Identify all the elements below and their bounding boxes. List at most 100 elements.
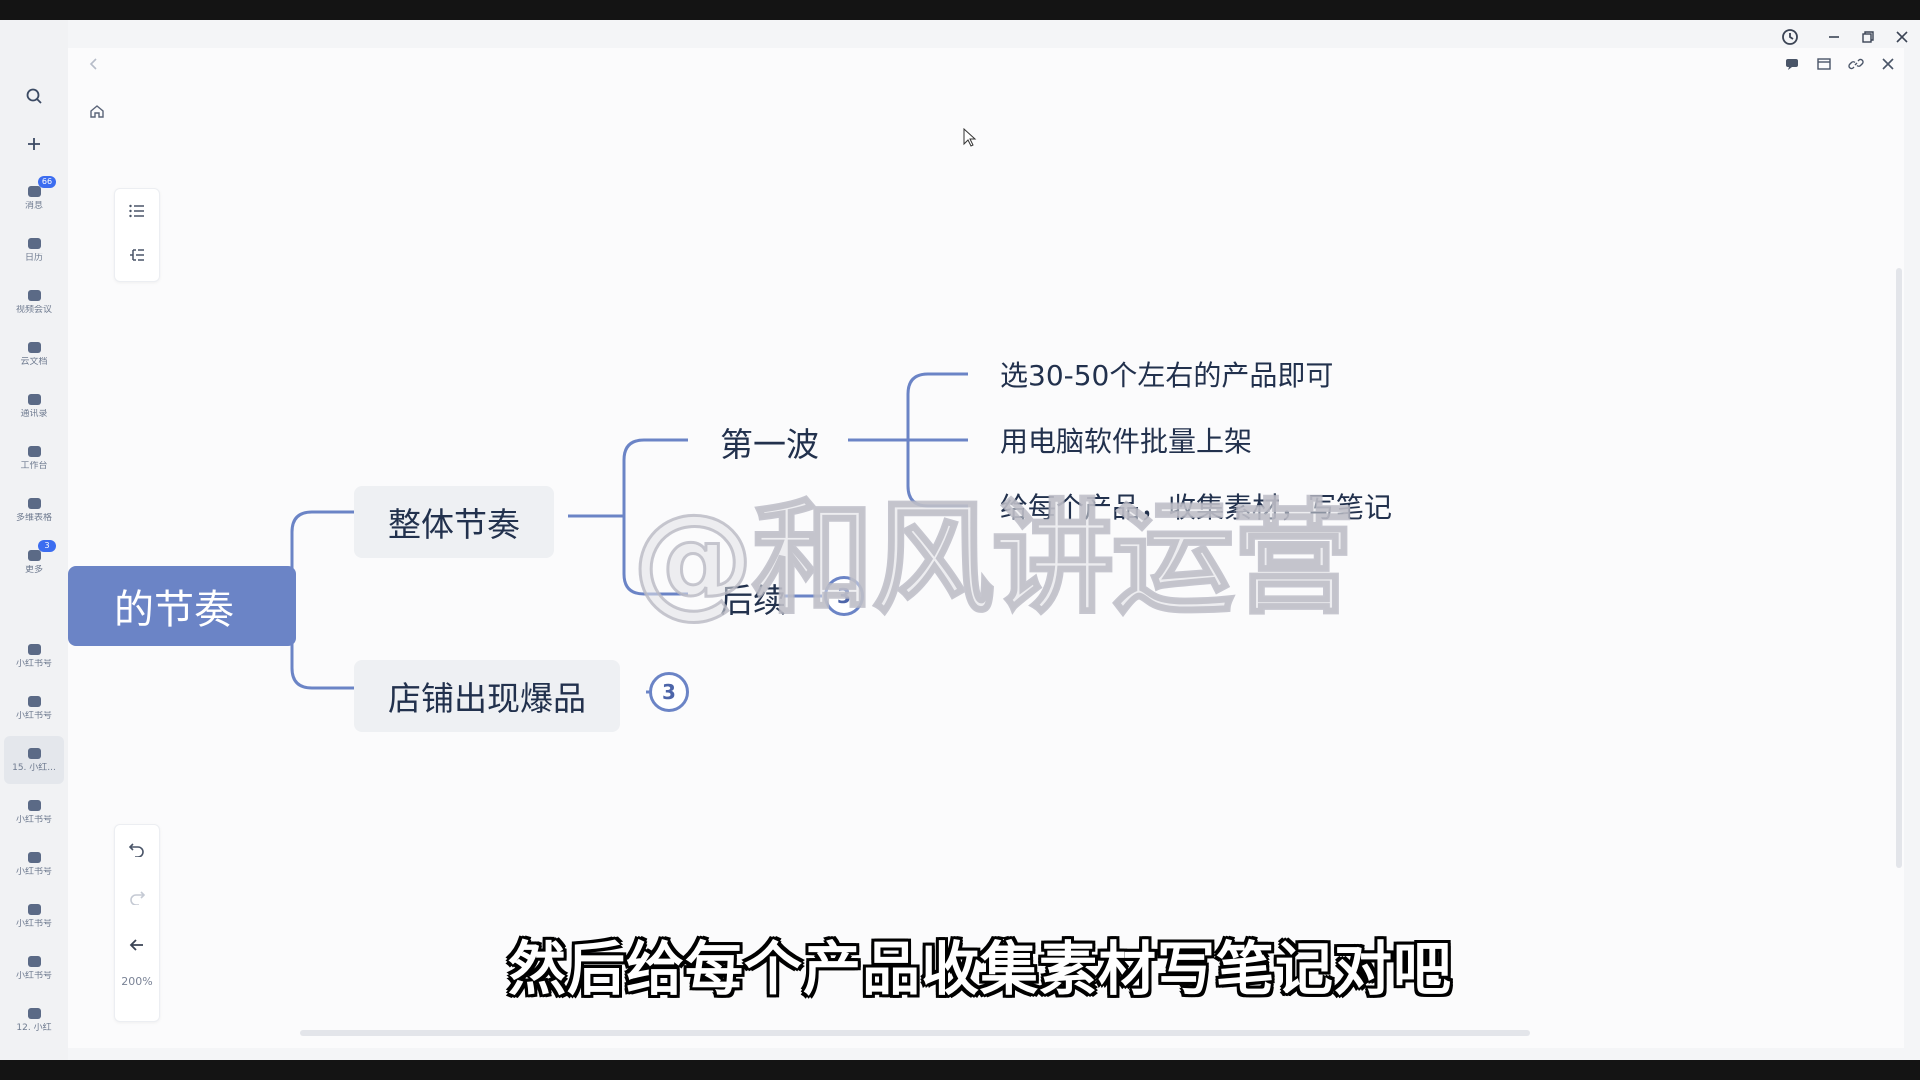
table-icon: [27, 497, 41, 509]
rail-item-shortcut-active[interactable]: 15. 小红...: [4, 736, 64, 784]
rail-item-docs[interactable]: 云文档: [4, 330, 64, 378]
nav-rail: 66 消息 日历 视频会议 云文档 通讯录 工作台 多维表格 3: [0, 20, 68, 1060]
mindmap-pane: 200%: [68, 48, 1904, 1048]
rail-item-shortcut[interactable]: 12. 小红: [4, 996, 64, 1044]
rail-label: 通讯录: [20, 408, 48, 419]
undo-icon[interactable]: [117, 829, 157, 869]
rail-label: 视频会议: [15, 304, 52, 315]
rail-item-workplace[interactable]: 工作台: [4, 434, 64, 482]
mindmap-structure-icon[interactable]: [117, 235, 157, 275]
rail-item-video-meeting[interactable]: 视频会议: [4, 278, 64, 326]
close-window-icon[interactable]: [1888, 26, 1916, 48]
back-chevron-icon[interactable]: [82, 52, 106, 76]
more-badge: 3: [38, 540, 56, 552]
doc-icon: [27, 851, 41, 863]
rail-item-contacts[interactable]: 通讯录: [4, 382, 64, 430]
rail-label: 云文档: [20, 356, 48, 367]
rail-label: 多维表格: [15, 512, 52, 523]
rail-item-calendar[interactable]: 日历: [4, 226, 64, 274]
rail-label: 日历: [24, 252, 43, 263]
outline-list-icon[interactable]: [117, 191, 157, 231]
mindmap-icon: [27, 695, 41, 707]
mindmap-icon: [27, 799, 41, 811]
contacts-icon: [27, 393, 41, 405]
chat-icon: [27, 185, 41, 197]
rail-label: 小红书号: [15, 814, 52, 825]
grid-icon: [27, 445, 41, 457]
rail-item-shortcut[interactable]: 小红书号: [4, 632, 64, 680]
mindmap-canvas: 的节奏 整体节奏 店铺出现爆品 3 第一波 后续 3 选30-50个左右的产品即…: [68, 48, 1904, 1048]
rail-label: 更多: [24, 564, 43, 575]
rail-item-base[interactable]: 多维表格: [4, 486, 64, 534]
mindmap-node-follow-up[interactable]: 后续: [720, 574, 786, 622]
rail-label: 小红书号: [15, 866, 52, 877]
zoom-level[interactable]: 200%: [121, 975, 153, 988]
horizontal-scrollbar[interactable]: [300, 1030, 1530, 1036]
comment-icon[interactable]: [1780, 52, 1804, 76]
collapse-arrow-icon[interactable]: [117, 925, 157, 965]
mindmap-node-first-wave[interactable]: 第一波: [720, 418, 819, 466]
doc-icon: [27, 747, 41, 759]
node-text: 后续: [720, 581, 786, 620]
window-icon[interactable]: [1812, 52, 1836, 76]
history-icon[interactable]: [1776, 26, 1804, 48]
rail-item-more[interactable]: 3 更多: [4, 538, 64, 586]
close-icon[interactable]: [1876, 52, 1900, 76]
video-icon: [27, 289, 41, 301]
link-icon[interactable]: [1844, 52, 1868, 76]
rail-label: 小红书号: [15, 970, 52, 981]
mindmap-leaf-collect-material[interactable]: 给每个产品，收集素材，写笔记: [1000, 486, 1392, 526]
node-text: 选30-50个左右的产品即可: [1000, 359, 1334, 392]
rail-item-shortcut[interactable]: 小红书号: [4, 892, 64, 940]
expand-count-badge[interactable]: 3: [824, 576, 864, 616]
badge-count: 3: [837, 584, 851, 608]
rail-item-shortcut[interactable]: 小红书号: [4, 944, 64, 992]
mindmap-leaf-select-products[interactable]: 选30-50个左右的产品即可: [1000, 354, 1333, 394]
home-icon[interactable]: [84, 98, 110, 124]
mindmap-connectors: [234, 372, 968, 694]
edit-toolbar: 200%: [114, 824, 160, 1022]
add-icon[interactable]: [14, 124, 54, 164]
rail-label: 小红书号: [15, 918, 52, 929]
mindmap-root-node[interactable]: 的节奏: [68, 566, 296, 646]
mouse-cursor-icon: [960, 126, 980, 150]
doc-icon: [27, 643, 41, 655]
rail-item-shortcut[interactable]: 小红书号: [4, 684, 64, 732]
video-subtitle: 然后给每个产品收集素材写笔记对吧: [508, 935, 1453, 1003]
mindmap-leaf-batch-upload[interactable]: 用电脑软件批量上架: [1000, 420, 1252, 460]
search-icon[interactable]: [14, 76, 54, 116]
root-text: 的节奏: [114, 587, 234, 633]
app-window: 66 消息 日历 视频会议 云文档 通讯录 工作台 多维表格 3: [0, 20, 1920, 1060]
badge-count: 3: [662, 680, 676, 704]
rail-label: 工作台: [20, 460, 48, 471]
doc-icon: [27, 1007, 41, 1019]
rail-label: 小红书号: [15, 710, 52, 721]
rail-label: 12. 小红: [16, 1022, 52, 1033]
minimize-icon[interactable]: [1820, 26, 1848, 48]
restore-icon[interactable]: [1854, 26, 1882, 48]
doc-icon: [27, 903, 41, 915]
redo-icon[interactable]: [117, 877, 157, 917]
watermark: @和风讲运营: [631, 487, 1356, 632]
calendar-icon: [27, 237, 41, 249]
node-text: 整体节奏: [388, 505, 520, 544]
mindmap-node-overall-rhythm[interactable]: 整体节奏: [354, 486, 554, 558]
unread-badge: 66: [38, 176, 56, 188]
rail-label: 消息: [24, 200, 43, 211]
rail-label: 小红书号: [15, 658, 52, 669]
view-toolbar: [114, 188, 160, 282]
vertical-scrollbar[interactable]: [1896, 268, 1902, 868]
node-text: 给每个产品，收集素材，写笔记: [1000, 491, 1393, 524]
node-text: 第一波: [720, 425, 819, 464]
node-text: 用电脑软件批量上架: [1000, 425, 1253, 458]
more-icon: [27, 549, 41, 561]
expand-count-badge[interactable]: 3: [649, 672, 689, 712]
rail-label: 15. 小红...: [12, 762, 56, 773]
mindmap-icon: [27, 955, 41, 967]
rail-item-messages[interactable]: 66 消息: [4, 174, 64, 222]
mindmap-node-hot-product[interactable]: 店铺出现爆品: [354, 660, 620, 732]
rail-item-shortcut[interactable]: 小红书号: [4, 788, 64, 836]
rail-item-shortcut[interactable]: 小红书号: [4, 840, 64, 888]
doc-icon: [27, 341, 41, 353]
node-text: 店铺出现爆品: [388, 679, 586, 718]
